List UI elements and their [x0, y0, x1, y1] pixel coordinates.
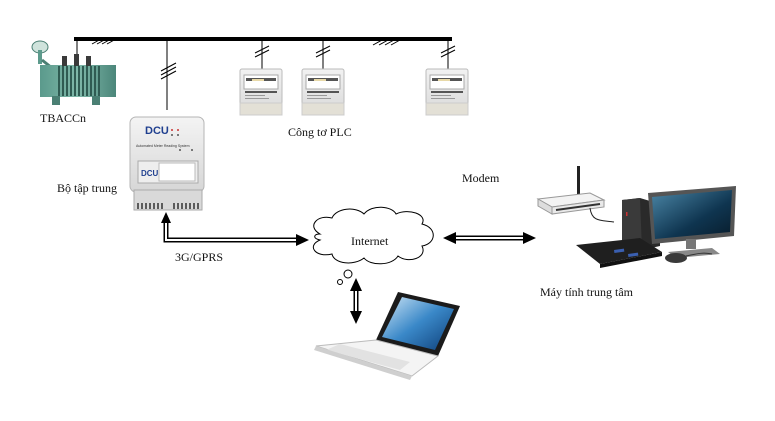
desktop-computer-icon	[576, 186, 736, 268]
transformer-icon	[31, 40, 116, 105]
link-3g-gprs-label: 3G/GPRS	[175, 250, 224, 264]
internet-label: Internet	[351, 234, 389, 248]
dcu-brand: DCU	[145, 125, 169, 137]
laptop-icon	[314, 292, 460, 380]
electric-meter-icon	[239, 68, 283, 116]
electric-meter-icon	[301, 68, 345, 116]
concentrator-label: Bộ tập trung	[57, 181, 117, 195]
router-icon	[536, 166, 615, 223]
central-pc-label: Máy tính trung tâm	[540, 285, 633, 299]
modem-label: Modem	[462, 171, 500, 185]
cloud-icon	[312, 206, 434, 285]
dcu-device-icon	[129, 116, 205, 211]
meter-links	[254, 41, 456, 69]
plc-meters-label: Công tơ PLC	[288, 125, 352, 139]
dcu-brand-small: DCU	[141, 169, 159, 178]
link-internet-pc-arrow	[443, 232, 536, 244]
transformer-label: TBACCn	[40, 111, 87, 125]
link-internet-laptop-arrow	[350, 278, 362, 324]
power-bus	[74, 37, 452, 46]
link-3g-gprs-arrow	[161, 212, 309, 246]
dcu-subtitle: Automated Meter Reading System	[136, 144, 190, 148]
concentrator-link	[160, 41, 177, 110]
electric-meter-icon	[425, 68, 469, 116]
